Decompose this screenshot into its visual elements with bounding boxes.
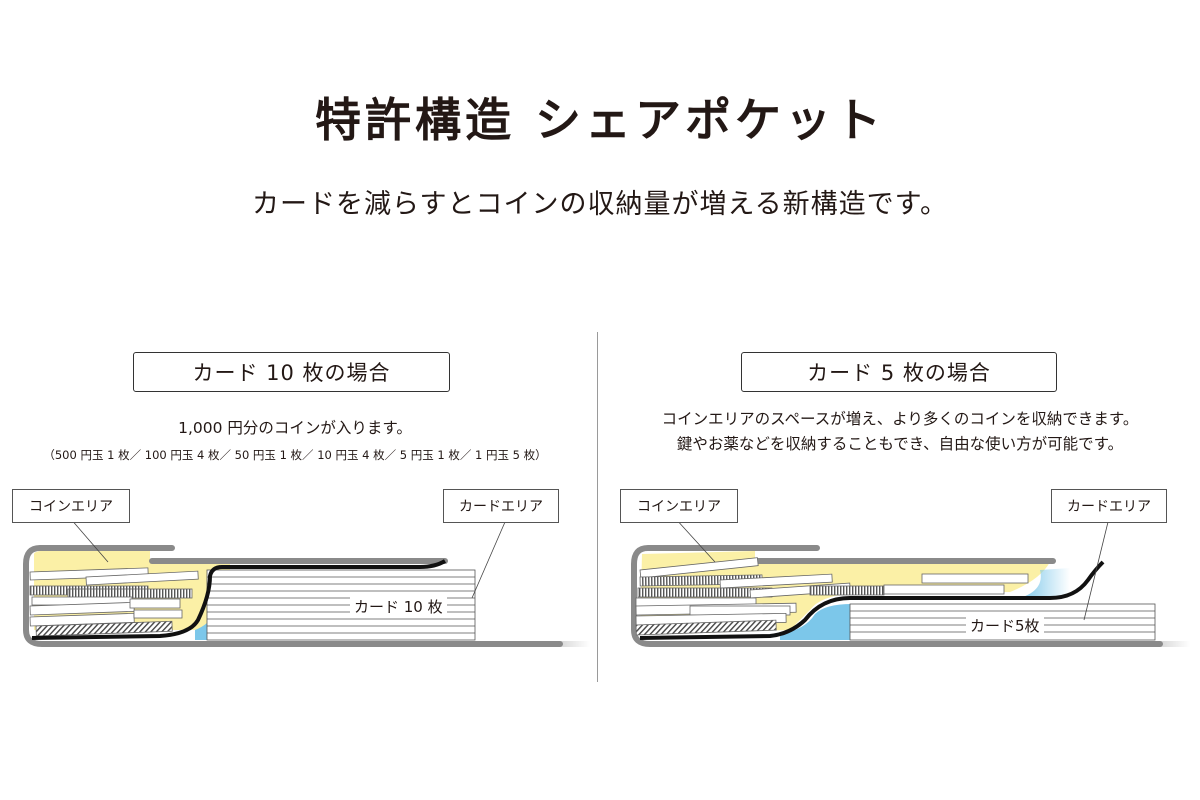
case-label-box: カード 5 枚の場合	[741, 352, 1057, 392]
case-label-box: カード 10 枚の場合	[133, 352, 450, 392]
card-stack-label: カード 10 枚	[350, 596, 447, 617]
capacity-description-line-2: 鍵やお薬などを収納することもでき、自由な使い方が可能です。	[676, 435, 1124, 453]
page-title: 特許構造 シェアポケット	[314, 93, 885, 147]
wallet-cross-section-10-cards	[23, 517, 590, 647]
coin-area-callout: コインエリア	[12, 489, 130, 523]
coin-area-callout: コインエリア	[620, 489, 738, 523]
card-area-callout: カードエリア	[443, 489, 559, 523]
coin-breakdown: （500 円玉 1 枚／ 100 円玉 4 枚／ 50 円玉 1 枚／ 10 円…	[43, 448, 547, 462]
page-subtitle: カードを減らすとコインの収納量が増える新構造です。	[252, 189, 948, 220]
capacity-description: 1,000 円分のコインが入ります。	[178, 419, 412, 437]
capacity-description-line-1: コインエリアのスペースが増え、より多くのコインを収納できます。	[661, 410, 1139, 428]
card-area-callout: カードエリア	[1051, 489, 1167, 523]
card-stack-label: カード5枚	[966, 615, 1044, 636]
panel-divider	[597, 332, 598, 682]
